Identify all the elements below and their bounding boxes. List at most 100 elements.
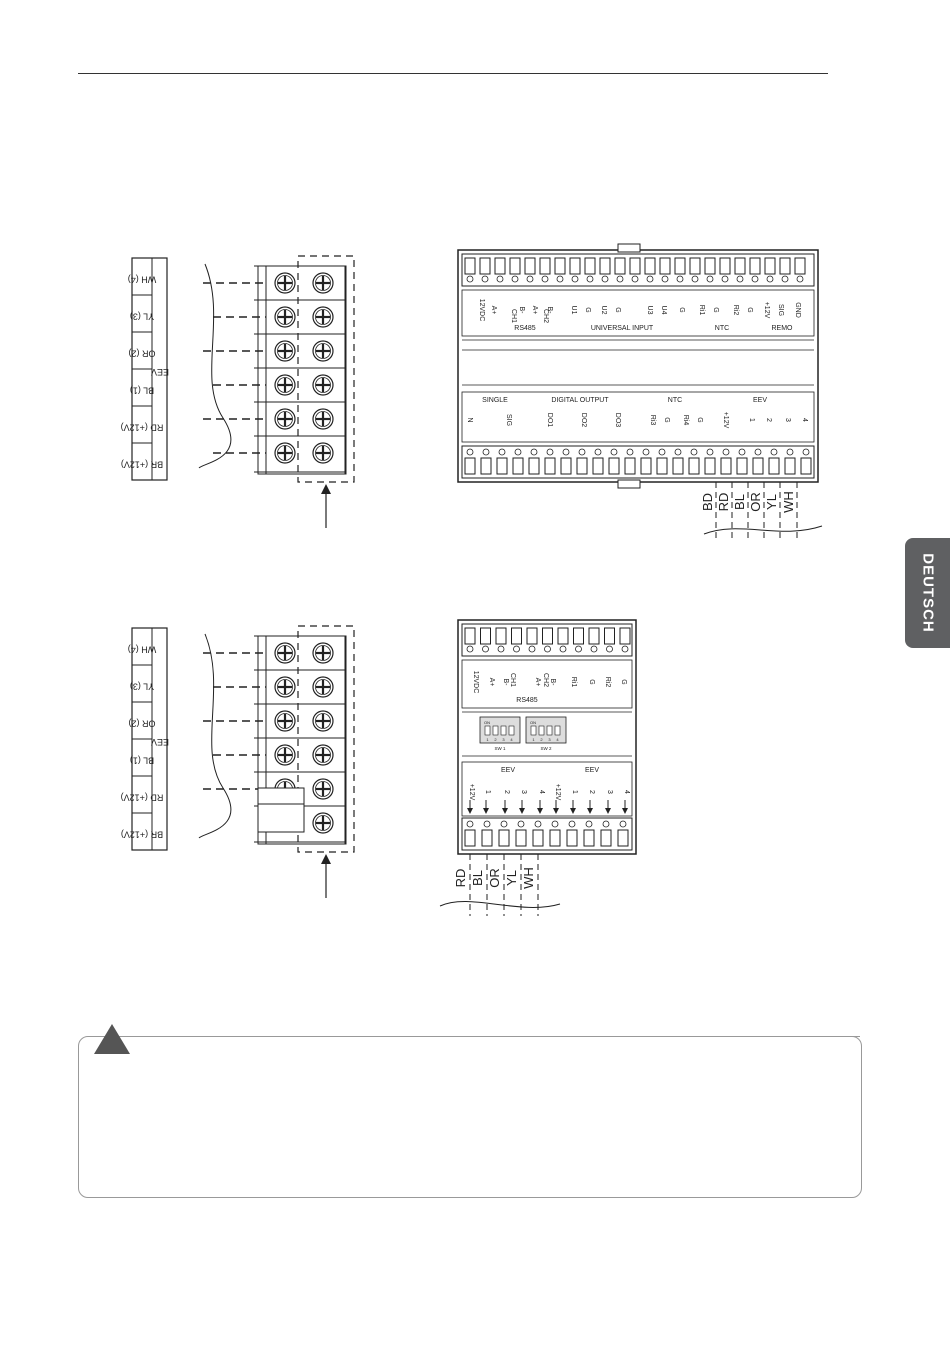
- connector-pin: [480, 457, 492, 475]
- connector-pin: [526, 627, 538, 645]
- wire-color-label: BL: [732, 494, 747, 510]
- lower-label-panel: [461, 761, 633, 817]
- connector-hole: [513, 645, 520, 653]
- terminal-label-lower: 4: [801, 418, 808, 422]
- group-label-upper: NTC: [715, 325, 729, 332]
- connector-hole: [690, 448, 698, 456]
- wire-color-label: YL: [504, 870, 519, 886]
- connector-hole: [642, 448, 650, 456]
- connector-hole: [602, 820, 610, 828]
- terminal-label-lower: Ri3: [649, 415, 656, 426]
- screw-rim: [277, 377, 293, 393]
- group-label-upper: RS485: [516, 697, 538, 704]
- terminal-label-upper: +12V: [763, 302, 770, 319]
- connector-pin: [779, 257, 791, 275]
- connector-pin: [557, 627, 569, 645]
- eev-label-title: EEV: [151, 737, 169, 747]
- arrow-icon: [587, 808, 593, 814]
- wire-color-label: BD: [700, 493, 715, 511]
- arrow-icon: [502, 808, 508, 814]
- wire-color-label: YL: [764, 494, 779, 510]
- group-label-upper: CH1: [509, 673, 516, 687]
- connector-pin: [764, 257, 776, 275]
- connector-pin: [604, 627, 615, 645]
- group-label-upper: RS485: [514, 325, 536, 332]
- connector-hole: [511, 275, 519, 283]
- group-label-lower: EEV: [501, 767, 515, 774]
- connector-pin: [592, 457, 604, 475]
- connector-hole: [738, 448, 746, 456]
- connector-pin: [659, 257, 671, 275]
- connector-pin: [576, 457, 588, 475]
- connector-hole: [496, 275, 504, 283]
- connector-hole: [544, 645, 551, 653]
- connector-hole: [482, 645, 489, 653]
- dip-switch-number: 2: [540, 737, 543, 742]
- dip-switch-lever: [484, 725, 491, 736]
- eev-wire-label: YL (3): [130, 682, 154, 692]
- terminal-label-upper: B-: [546, 307, 553, 315]
- eev-wire-label: YL (3): [130, 312, 154, 322]
- dip-switch-label: SW 1: [494, 746, 505, 751]
- terminal-label-upper: SIG: [777, 304, 784, 316]
- wire-color-label: WH: [781, 491, 796, 513]
- connector-hole: [736, 275, 744, 283]
- connector-hole: [481, 275, 489, 283]
- screw-rim: [315, 275, 331, 291]
- eev-wire-label: BR (+12V): [121, 830, 163, 840]
- connector-pin: [624, 457, 636, 475]
- connector-pin: [600, 829, 612, 847]
- connector-hole: [631, 275, 639, 283]
- dip-switch-lever: [530, 725, 537, 736]
- terminal-label-upper: A+: [531, 306, 538, 315]
- caution-header-rule: [330, 1036, 860, 1037]
- connector-pin: [573, 627, 584, 645]
- connector-pin: [689, 257, 701, 275]
- connector-pin: [599, 257, 611, 275]
- connector-pin: [619, 627, 631, 645]
- language-tab[interactable]: DEUTSCH: [905, 538, 950, 648]
- wire-color-label: WH: [521, 867, 536, 889]
- screw-rim: [277, 275, 293, 291]
- connector-hole: [530, 448, 538, 456]
- screw-rim: [277, 343, 293, 359]
- terminal-label-upper: A+: [488, 678, 495, 687]
- connector-pin: [512, 457, 524, 475]
- connector-pin: [800, 457, 812, 475]
- connector-hole: [498, 448, 506, 456]
- connector-hole: [610, 448, 618, 456]
- eev-wire-label: BR (+12V): [121, 460, 163, 470]
- terminal-label-lower: SIG: [505, 414, 512, 426]
- group-label-upper: CH2: [542, 309, 549, 323]
- terminal-highlight: [297, 625, 355, 853]
- connector-pin: [674, 257, 686, 275]
- connector-pin: [640, 457, 652, 475]
- connector-hole: [528, 645, 536, 653]
- connector-pin: [549, 829, 561, 847]
- connector-pin: [614, 257, 626, 275]
- terminal-label-lower: DO3: [614, 413, 621, 428]
- screw-rim: [315, 679, 331, 695]
- terminal-label-upper: 12VDC: [472, 671, 479, 694]
- connector-hole: [676, 275, 684, 283]
- group-label-upper: REMO: [772, 325, 794, 332]
- terminal-label-lower: 3: [784, 418, 791, 422]
- eev-wire-label: WH (4): [128, 275, 157, 285]
- connector-pin: [584, 257, 596, 275]
- wire-color-label: BL: [470, 870, 485, 886]
- module-clip: [617, 243, 641, 253]
- connector-hole: [514, 448, 522, 456]
- terminal-label-lower: 1: [571, 790, 578, 794]
- connector-hole: [754, 448, 762, 456]
- dip-switch-lever: [500, 725, 507, 736]
- terminal-label-lower: 3: [606, 790, 613, 794]
- screw-rim: [277, 747, 293, 763]
- connector-hole: [586, 275, 594, 283]
- terminal-label-lower: 2: [503, 790, 510, 794]
- arrow-icon: [321, 854, 331, 864]
- upper-label-panel: [461, 659, 633, 709]
- connector-pin: [617, 829, 629, 847]
- connector-pin: [752, 457, 764, 475]
- eev-wire-label: OR (2): [128, 719, 155, 729]
